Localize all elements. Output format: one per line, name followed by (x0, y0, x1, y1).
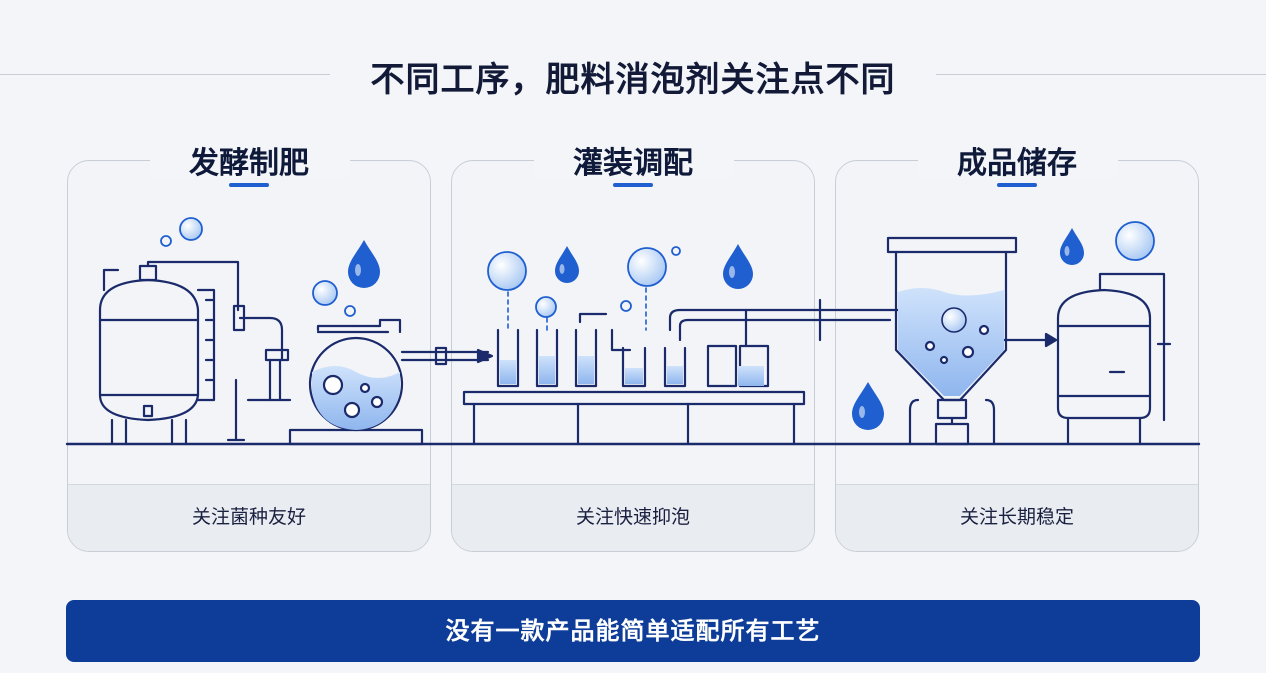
title-divider-right (936, 74, 1266, 75)
stage-focus-filling: 关注快速抑泡 (452, 484, 814, 551)
storage-hopper-icon (886, 236, 1018, 446)
page-title: 不同工序，肥料消泡剂关注点不同 (370, 60, 896, 100)
stage-focus-storage: 关注长期稳定 (836, 484, 1198, 551)
stage-title-filling: 灌装调配 (573, 146, 693, 181)
stage-card-fermentation: 关注菌种友好 (67, 160, 431, 552)
header-gap-2 (534, 148, 734, 178)
fermenter-tank-icon (98, 260, 292, 446)
underline-fermentation (229, 183, 269, 187)
header-gap-1 (150, 148, 350, 178)
title-divider-left (0, 74, 330, 75)
stage-focus-fermentation: 关注菌种友好 (68, 484, 430, 551)
title-area: 不同工序，肥料消泡剂关注点不同 (0, 44, 1266, 104)
droplet-icons (348, 228, 1084, 430)
underline-filling (613, 183, 653, 187)
filling-table-icon (462, 298, 902, 446)
bubble-icons (160, 217, 1155, 318)
header-gap-3 (918, 148, 1118, 178)
storage-tank-icon (1056, 272, 1172, 446)
underline-storage (997, 183, 1037, 187)
conclusion-banner: 没有一款产品能简单适配所有工艺 (66, 600, 1200, 662)
stage-title-fermentation: 发酵制肥 (189, 146, 309, 181)
stage-title-storage: 成品储存 (957, 146, 1077, 181)
stage-card-filling: 关注快速抑泡 (451, 160, 815, 552)
